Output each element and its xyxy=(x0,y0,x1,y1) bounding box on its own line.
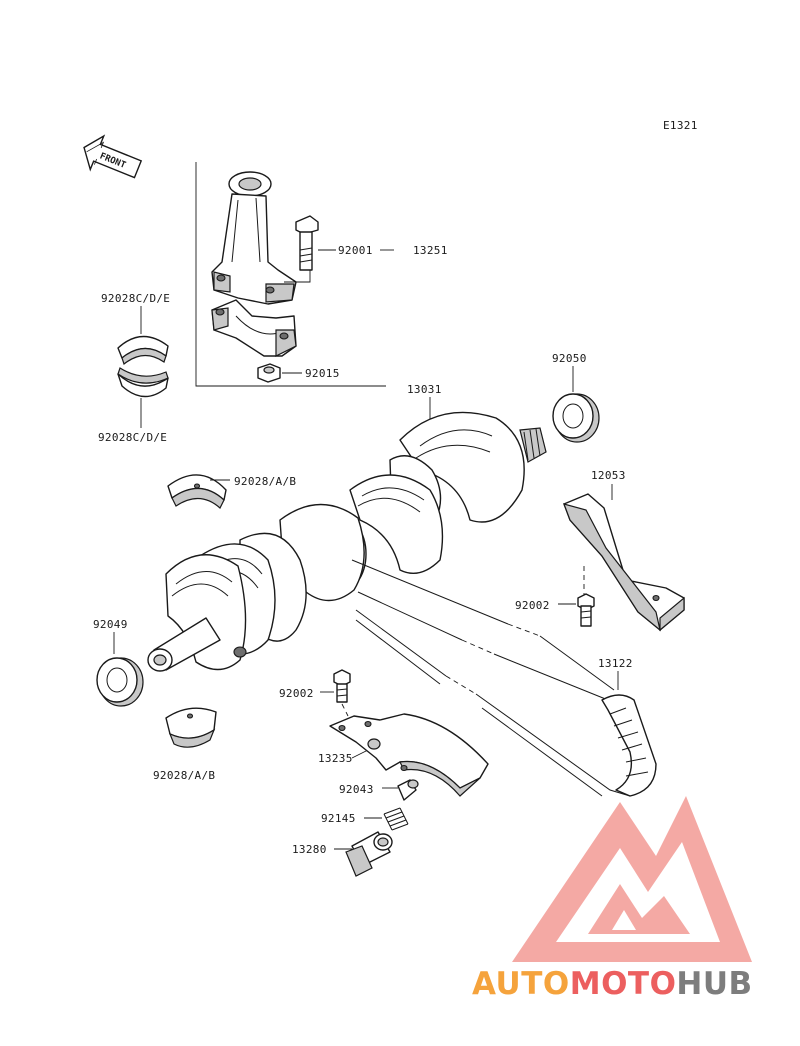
label-92001: 92001 xyxy=(338,244,373,257)
timing-chain xyxy=(351,559,657,797)
chain-guide-bracket xyxy=(563,493,685,632)
tensioner-body xyxy=(345,831,393,877)
label-92028cde-bottom: 92028C/D/E xyxy=(98,431,167,444)
tensioner-plunger xyxy=(397,779,419,801)
chain-tensioner-guide xyxy=(329,713,489,797)
con-rod-bearing-lower xyxy=(117,367,169,398)
watermark-part-moto: MOTO xyxy=(570,966,677,1002)
label-92049: 92049 xyxy=(93,618,128,631)
watermark-part-hub: HUB xyxy=(676,966,752,1002)
con-rod-bolt xyxy=(295,215,336,271)
label-92015: 92015 xyxy=(305,367,340,380)
tensioner-bolt xyxy=(333,669,351,717)
label-13280: 13280 xyxy=(292,843,327,856)
oil-seal-left xyxy=(96,657,144,707)
bracket-bolt xyxy=(577,566,595,627)
connecting-rod-cap xyxy=(211,299,297,357)
con-rod-nut xyxy=(257,363,302,383)
label-92145: 92145 xyxy=(321,812,356,825)
con-rod-bearing-upper xyxy=(117,335,169,366)
label-92028ab-bottom: 92028/A/B xyxy=(153,769,215,782)
oil-seal-right xyxy=(552,393,600,443)
watermark-part-auto: AUTO xyxy=(472,966,570,1002)
label-12053: 12053 xyxy=(591,469,626,482)
con-rod-group-bracket xyxy=(195,162,386,387)
crankshaft xyxy=(147,411,547,672)
front-arrow-icon: FRONT xyxy=(83,134,143,179)
watermark-text: AUTOMOTOHUB xyxy=(472,966,753,1002)
label-13031: 13031 xyxy=(407,383,442,396)
label-92028ab-top: 92028/A/B xyxy=(234,475,296,488)
watermark-logo xyxy=(512,796,752,962)
label-13251: 13251 xyxy=(413,244,448,257)
label-13122: 13122 xyxy=(598,657,633,670)
main-bearing-upper xyxy=(167,474,230,509)
main-bearing-lower xyxy=(165,707,217,748)
label-92028cde-top: 92028C/D/E xyxy=(101,292,170,305)
tensioner-spring xyxy=(383,807,409,831)
label-92050: 92050 xyxy=(552,352,587,365)
label-92002-right: 92002 xyxy=(515,599,550,612)
diagram-code: E1321 xyxy=(663,119,698,132)
label-92002-left: 92002 xyxy=(279,687,314,700)
connecting-rod xyxy=(211,171,311,305)
label-13235: 13235 xyxy=(318,752,353,765)
label-92043: 92043 xyxy=(339,783,374,796)
